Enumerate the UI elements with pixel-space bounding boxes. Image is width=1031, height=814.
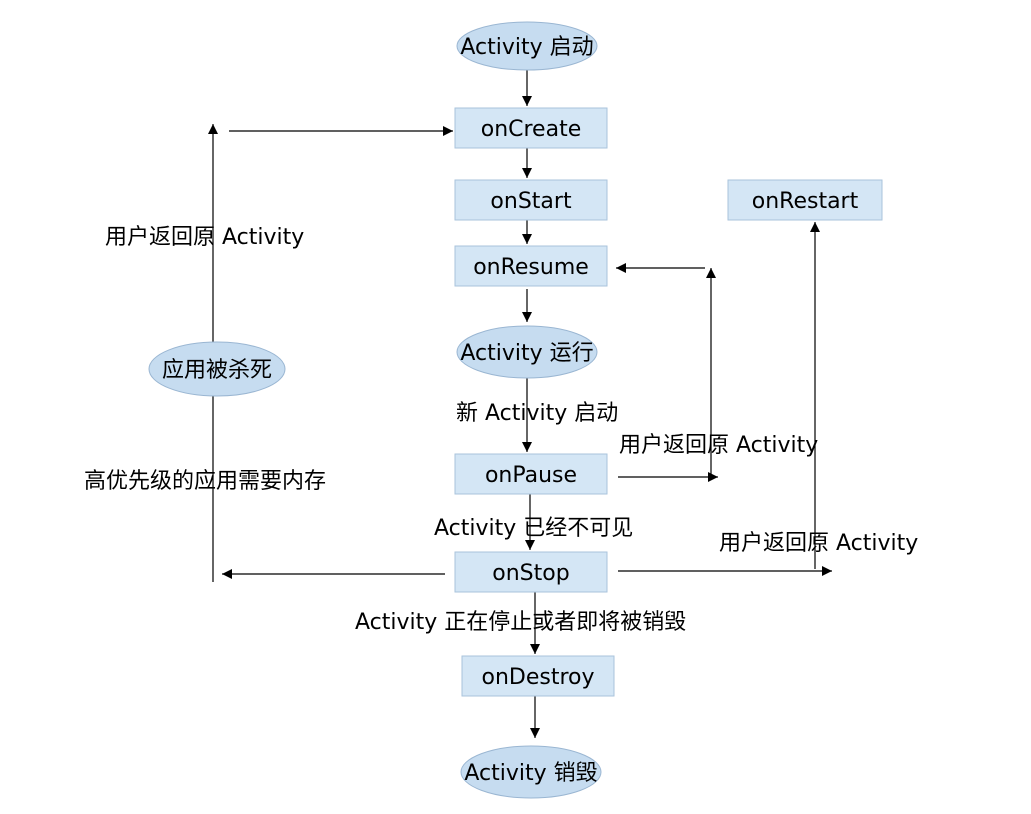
- on-restart-label: onRestart: [752, 189, 859, 214]
- activity-running-label: Activity 运行: [460, 341, 593, 366]
- label-new-activity: 新 Activity 启动: [456, 401, 618, 426]
- app-killed-label: 应用被杀死: [162, 358, 272, 383]
- node-on-destroy: onDestroy: [461, 655, 615, 697]
- on-pause-label: onPause: [485, 463, 577, 488]
- on-stop-label: onStop: [492, 561, 569, 586]
- label-return-left: 用户返回原 Activity: [105, 225, 304, 250]
- node-activity-start: Activity 启动: [456, 21, 598, 71]
- node-on-resume: onResume: [454, 245, 608, 287]
- activity-destroyed-label: Activity 销毁: [464, 761, 597, 786]
- node-on-stop: onStop: [454, 551, 608, 593]
- edges: [208, 70, 832, 738]
- node-activity-destroyed: Activity 销毁: [460, 745, 602, 799]
- label-return-stop: 用户返回原 Activity: [719, 531, 918, 556]
- label-return-pause: 用户返回原 Activity: [619, 433, 818, 458]
- label-not-visible: Activity 已经不可见: [434, 516, 633, 541]
- label-stopping: Activity 正在停止或者即将被销毁: [355, 610, 686, 635]
- activity-start-label: Activity 启动: [460, 35, 593, 60]
- on-create-label: onCreate: [481, 117, 582, 142]
- node-on-pause: onPause: [454, 453, 608, 495]
- on-resume-label: onResume: [473, 255, 589, 280]
- on-destroy-label: onDestroy: [481, 665, 594, 690]
- label-high-priority: 高优先级的应用需要内存: [84, 469, 326, 494]
- on-start-label: onStart: [490, 189, 572, 214]
- node-on-create: onCreate: [454, 107, 608, 149]
- node-activity-running: Activity 运行: [456, 325, 598, 379]
- node-app-killed: 应用被杀死: [148, 341, 286, 397]
- node-on-start: onStart: [454, 179, 608, 221]
- node-on-restart: onRestart: [727, 179, 883, 221]
